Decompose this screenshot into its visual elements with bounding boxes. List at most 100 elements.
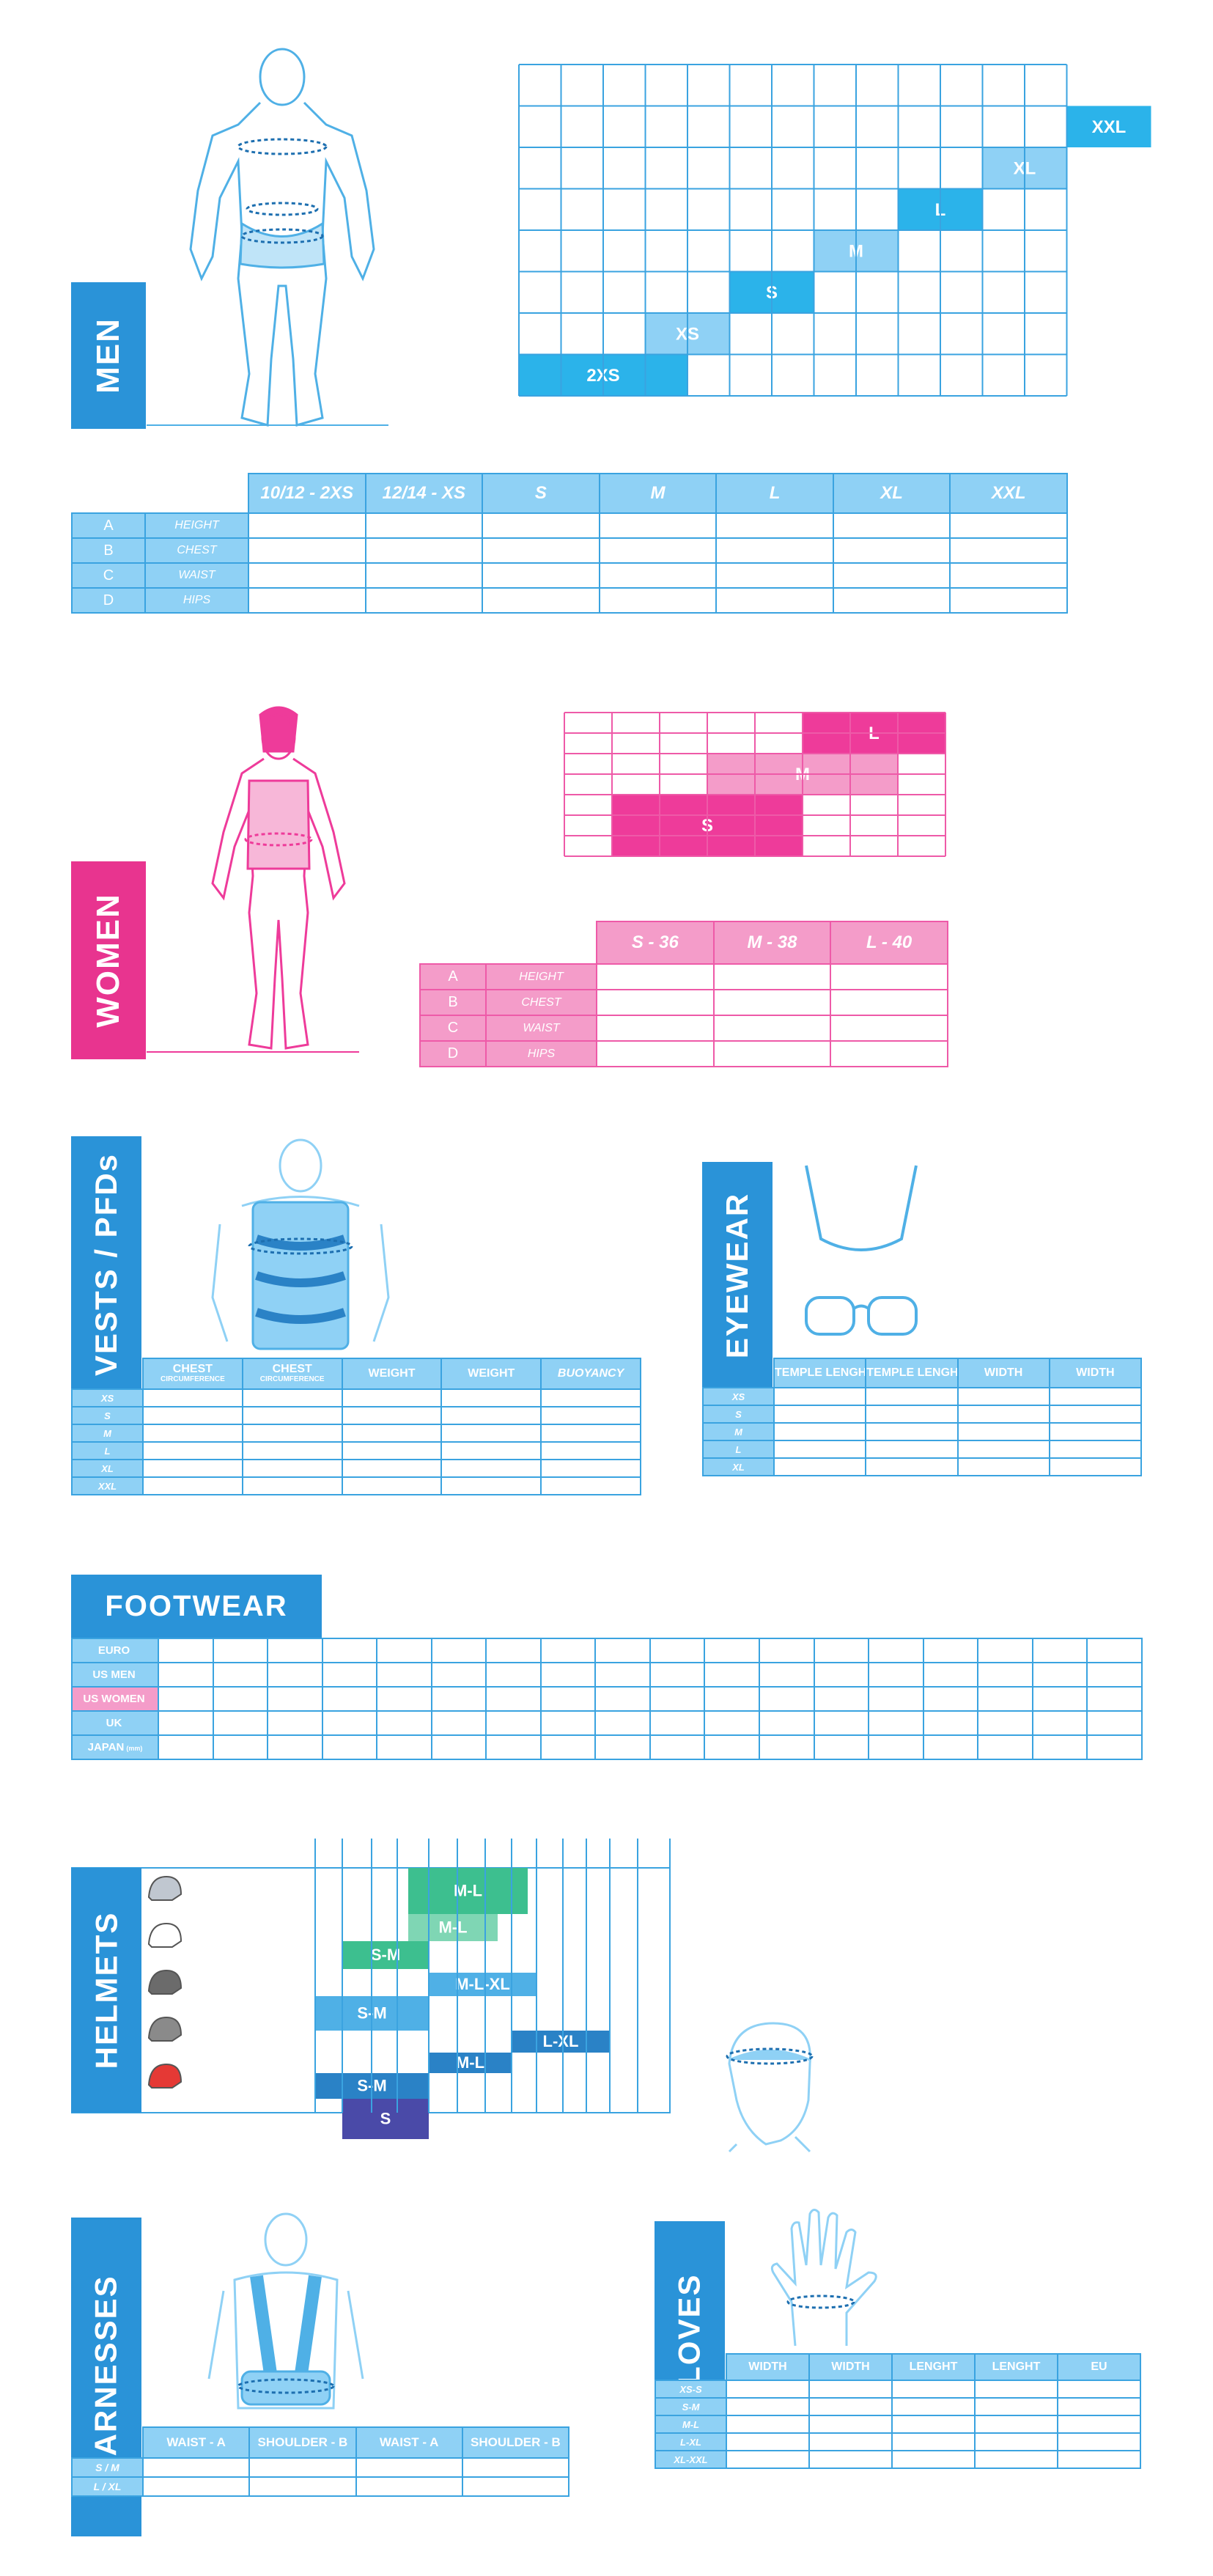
gloves-row-label: S-M <box>655 2397 727 2416</box>
men-header-cell: XXL <box>949 473 1068 514</box>
harness-row-label: L / XL <box>71 2476 144 2497</box>
gloves-value-cell <box>974 2380 1058 2399</box>
helmet-size-label: M-L <box>454 1882 482 1900</box>
women-header-cell: M - 38 <box>712 921 832 965</box>
gloves-value-cell <box>726 2397 810 2416</box>
footwear-value-cell <box>868 1710 924 1736</box>
harness-value-cell <box>248 2476 357 2497</box>
vest-figure-icon <box>211 1138 390 1350</box>
footwear-value-cell <box>158 1638 214 1663</box>
footwear-row-unit: (mm) <box>126 1745 143 1752</box>
helmet-size-label: M-L-XL <box>455 1975 510 1993</box>
woman-figure-icon <box>147 706 359 1053</box>
harness-value-cell <box>355 2476 463 2497</box>
eyewear-row-label: XL <box>702 1457 775 1476</box>
footwear-value-cell <box>539 1638 597 1663</box>
men-value-cell <box>364 562 484 589</box>
footwear-value-cell <box>922 1638 979 1663</box>
man-figure-icon <box>147 48 388 427</box>
footwear-value-cell <box>539 1686 597 1712</box>
eyewear-row-label: L <box>702 1440 775 1459</box>
vests-value-cell <box>241 1406 343 1425</box>
men-row-key: C <box>71 562 146 589</box>
footwear-row-label: US MEN <box>71 1662 159 1688</box>
eyewear-title-bar: EYEWEAR <box>702 1162 773 1389</box>
vests-header-main: BUOYANCY <box>557 1366 624 1380</box>
gloves-header-cell: WIDTH <box>726 2353 810 2381</box>
vests-value-cell <box>440 1476 542 1495</box>
gloves-value-cell <box>1057 2397 1141 2416</box>
table-cell <box>420 921 486 964</box>
men-header-cell: M <box>598 473 718 514</box>
eyewear-value-cell <box>956 1440 1050 1459</box>
men-value-cell <box>832 537 951 564</box>
vests-value-cell <box>142 1388 243 1407</box>
footwear-value-cell <box>813 1710 870 1736</box>
men-value-cell <box>364 587 484 614</box>
gloves-value-cell <box>891 2450 976 2469</box>
gloves-value-cell <box>808 2380 893 2399</box>
men-header-cell: L <box>715 473 834 514</box>
women-row-key: C <box>419 1015 487 1042</box>
eyewear-value-cell <box>956 1457 1050 1476</box>
footwear-row-label: EURO <box>71 1638 159 1663</box>
eyewear-row-label: S <box>702 1405 775 1424</box>
eyewear-title: EYEWEAR <box>720 1192 755 1359</box>
footwear-value-cell <box>594 1638 651 1663</box>
footwear-value-cell <box>922 1686 979 1712</box>
helmet-icon <box>147 1969 182 1995</box>
footwear-value-cell <box>977 1710 1033 1736</box>
women-header-cell: L - 40 <box>830 921 948 965</box>
vests-row-label: M <box>71 1424 144 1443</box>
vests-value-cell <box>341 1459 443 1478</box>
eyewear-value-cell <box>865 1387 959 1406</box>
footwear-value-cell <box>1086 1710 1143 1736</box>
footwear-value-cell <box>321 1686 378 1712</box>
men-row-label: WAIST <box>144 562 249 589</box>
helmet-size-bar <box>342 2099 429 2139</box>
footwear-value-cell <box>649 1662 706 1688</box>
vests-value-cell <box>241 1476 343 1495</box>
gloves-row-label: L-XL <box>655 2432 727 2451</box>
footwear-value-cell <box>539 1734 597 1760</box>
vests-row-label: XL <box>71 1459 144 1478</box>
footwear-value-cell <box>594 1710 651 1736</box>
gloves-value-cell <box>891 2415 976 2434</box>
footwear-value-cell <box>430 1734 487 1760</box>
footwear-value-cell <box>158 1662 214 1688</box>
footwear-value-cell <box>1031 1686 1088 1712</box>
gloves-value-cell <box>726 2450 810 2469</box>
eyewear-value-cell <box>865 1457 959 1476</box>
footwear-value-cell <box>485 1686 542 1712</box>
footwear-value-cell <box>759 1710 815 1736</box>
harness-value-cell <box>248 2457 357 2478</box>
helmet-icon <box>147 2016 182 2042</box>
helmet-icon <box>147 1875 182 1901</box>
footwear-value-cell <box>430 1638 487 1663</box>
footwear-value-cell <box>212 1662 269 1688</box>
footwear-value-cell <box>704 1686 761 1712</box>
women-row-key: A <box>419 963 487 990</box>
vests-title: VESTS / PFDs <box>89 1152 124 1377</box>
footwear-value-cell <box>922 1710 979 1736</box>
women-value-cell <box>830 1015 948 1042</box>
men-value-cell <box>482 587 600 614</box>
footwear-title: FOOTWEAR <box>105 1589 288 1622</box>
women-value-cell <box>830 1040 948 1067</box>
harness-value-cell <box>141 2476 251 2497</box>
women-value-cell <box>830 989 948 1016</box>
eyewear-value-cell <box>773 1405 867 1424</box>
vests-value-cell <box>540 1424 641 1443</box>
gloves-value-cell <box>891 2397 976 2416</box>
men-value-cell <box>949 562 1068 589</box>
women-row-key: B <box>419 989 487 1016</box>
harness-header-cell: SHOULDER - B <box>461 2426 570 2459</box>
vests-value-cell <box>440 1424 542 1443</box>
gloves-value-cell <box>1057 2450 1141 2469</box>
men-value-cell <box>364 512 484 539</box>
eyewear-icon <box>805 1165 918 1336</box>
footwear-value-cell <box>430 1662 487 1688</box>
women-row-label: HEIGHT <box>485 963 597 990</box>
